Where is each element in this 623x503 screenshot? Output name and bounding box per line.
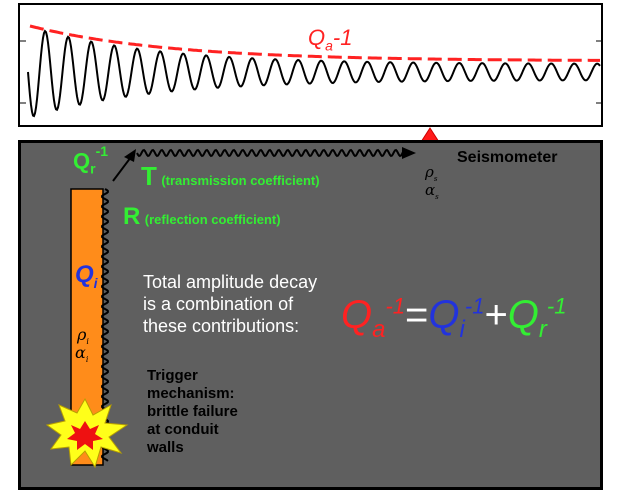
- eq-qr-sub: r: [538, 316, 547, 343]
- reflection-letter: R: [123, 203, 141, 230]
- decay-equation: Qa-1=Qi-1+Qr-1: [341, 293, 566, 344]
- eq-qi-exp: -1: [464, 293, 485, 319]
- conduit-rho-sym: ρ: [77, 325, 87, 344]
- seis-rho-sym: ρ: [425, 163, 434, 181]
- conduit-rho: ρi: [77, 325, 89, 346]
- qi-conduit-q: Q: [75, 261, 94, 288]
- qa-label-exp: -1: [332, 25, 353, 50]
- qr-label: Qr-1: [73, 143, 108, 177]
- seis-alpha-sym: α: [425, 181, 436, 199]
- seis-rho-sub: s: [433, 175, 438, 183]
- eq-qa-sub: a: [372, 316, 386, 343]
- waveform-plot: [20, 24, 603, 118]
- reflection-text: (reflection coefficient): [144, 212, 281, 227]
- trigger-line-5: walls: [147, 439, 184, 456]
- trigger-line-3: brittle failure: [147, 403, 238, 420]
- waveform-panel: Qa-1: [18, 3, 603, 127]
- eq-qa: Qa-1: [341, 293, 406, 343]
- trigger-line-4: at conduit: [147, 421, 219, 438]
- description-text: Total amplitude decay is a combination o…: [143, 271, 317, 337]
- eq-equals: =: [405, 293, 429, 337]
- transmission-letter: T: [141, 161, 157, 191]
- reflection-label: R (reflection coefficient): [123, 203, 281, 231]
- eq-qa-q: Q: [341, 293, 373, 337]
- seismometer-alpha: αs: [425, 181, 439, 201]
- qr-exp: -1: [95, 143, 109, 159]
- transmission-text: (transmission coefficient): [161, 173, 320, 188]
- explosion-core-icon: [67, 421, 103, 450]
- qa-label-q: Q: [308, 25, 326, 50]
- qi-conduit-sub: i: [93, 274, 98, 291]
- description-line-1: Total amplitude decay: [143, 272, 318, 292]
- transmission-label: T (transmission coefficient): [141, 161, 320, 192]
- diagram-graphics: [45, 147, 416, 469]
- qa-curve-label: Qa-1: [308, 25, 352, 53]
- eq-qi: Qi-1: [428, 293, 485, 343]
- conduit-rho-sub: i: [86, 337, 89, 347]
- eq-plus: +: [484, 293, 508, 337]
- eq-qr-q: Q: [507, 293, 539, 337]
- trigger-line-1: Trigger: [147, 367, 198, 384]
- qr-q: Q: [73, 148, 91, 174]
- ray-path-wave: [136, 148, 406, 158]
- diagram-panel: Qr-1 T (transmission coefficient) R (ref…: [18, 140, 603, 490]
- qa-label-sub: a: [325, 37, 333, 54]
- description-line-3: these contributions:: [143, 316, 300, 336]
- transmission-arrow: [112, 156, 132, 182]
- trigger-line-2: mechanism:: [147, 385, 235, 402]
- decay-envelope: [29, 24, 600, 62]
- seismometer-rho: ρs: [425, 163, 437, 183]
- ray-arrowhead: [402, 147, 416, 159]
- conduit-alpha-sym: α: [75, 343, 86, 362]
- seismic-waveform: [27, 29, 601, 118]
- qi-conduit-label: Qi: [75, 261, 98, 291]
- conduit-alpha: αi: [75, 343, 88, 364]
- eq-qr-exp: -1: [546, 293, 567, 319]
- qr-sub: r: [90, 160, 96, 177]
- eq-qa-exp: -1: [385, 293, 406, 319]
- eq-qi-q: Q: [428, 293, 460, 337]
- description-line-2: is a combination of: [143, 294, 294, 314]
- conduit-alpha-sub: i: [85, 355, 89, 365]
- seis-alpha-sub: s: [435, 193, 439, 201]
- axis-ticks: [20, 40, 603, 104]
- eq-qr: Qr-1: [507, 293, 567, 343]
- trigger-text: Trigger mechanism: brittle failure at co…: [147, 367, 238, 457]
- transmission-arrowhead: [124, 149, 136, 162]
- eq-qi-sub: i: [459, 316, 465, 343]
- seismometer-label: Seismometer: [457, 149, 558, 166]
